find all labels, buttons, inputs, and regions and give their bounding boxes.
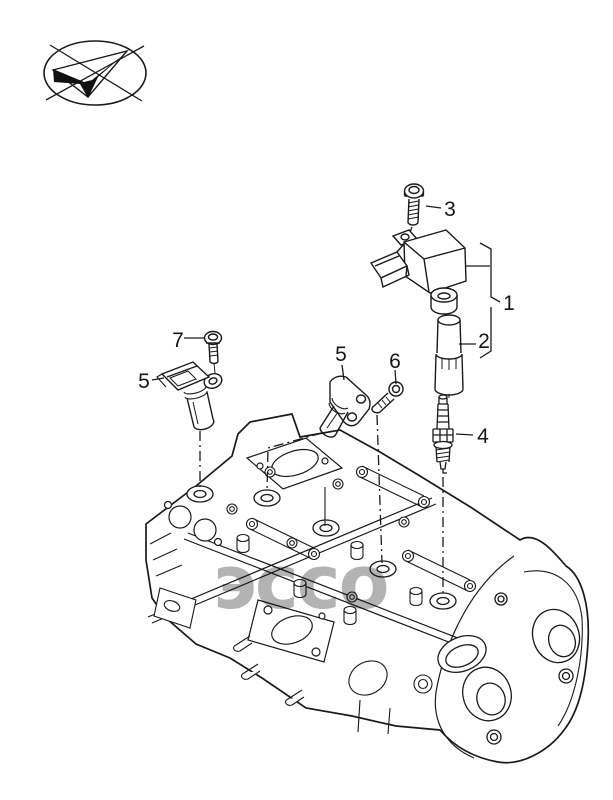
part-coil-bolt — [403, 183, 425, 226]
callout-1: 1 — [503, 292, 515, 315]
timing-cover — [437, 592, 581, 745]
callout-5-middle: 5 — [335, 343, 347, 366]
callout-2: 2 — [478, 330, 490, 353]
callout-6: 6 — [389, 350, 401, 373]
oil-filler-cap — [437, 635, 487, 673]
bolt-bosses — [226, 466, 433, 694]
engine-cylinder-head — [145, 413, 590, 764]
part-sensor-bolt-left — [203, 330, 223, 374]
callout-4: 4 — [477, 425, 489, 448]
part-cam-sensor-middle — [319, 375, 371, 438]
front-gasket-face — [247, 599, 335, 663]
part-coil-boot — [434, 314, 464, 398]
part-sensor-bolt-middle — [371, 381, 404, 414]
part-cam-sensor-left — [156, 361, 223, 431]
callout-7: 7 — [172, 329, 184, 352]
left-face-details — [149, 532, 391, 735]
callout-leaders — [151, 205, 490, 436]
callout-labels: 1 2 3 4 5 5 6 7 — [138, 198, 515, 448]
callout-3: 3 — [444, 198, 456, 221]
head-rails — [147, 497, 469, 649]
watermark-text: эссо — [213, 540, 387, 626]
part-ignition-coil — [369, 229, 467, 315]
mount-straps — [245, 465, 477, 593]
brand-logo — [43, 40, 147, 106]
paper-plane-icon — [51, 49, 129, 98]
callout-5-left: 5 — [138, 370, 150, 393]
callout-1-bracket — [479, 242, 501, 359]
left-cam-ports — [163, 500, 223, 547]
head-studs — [236, 533, 423, 626]
part-spark-plug — [432, 394, 454, 474]
coil-connector — [369, 243, 410, 288]
